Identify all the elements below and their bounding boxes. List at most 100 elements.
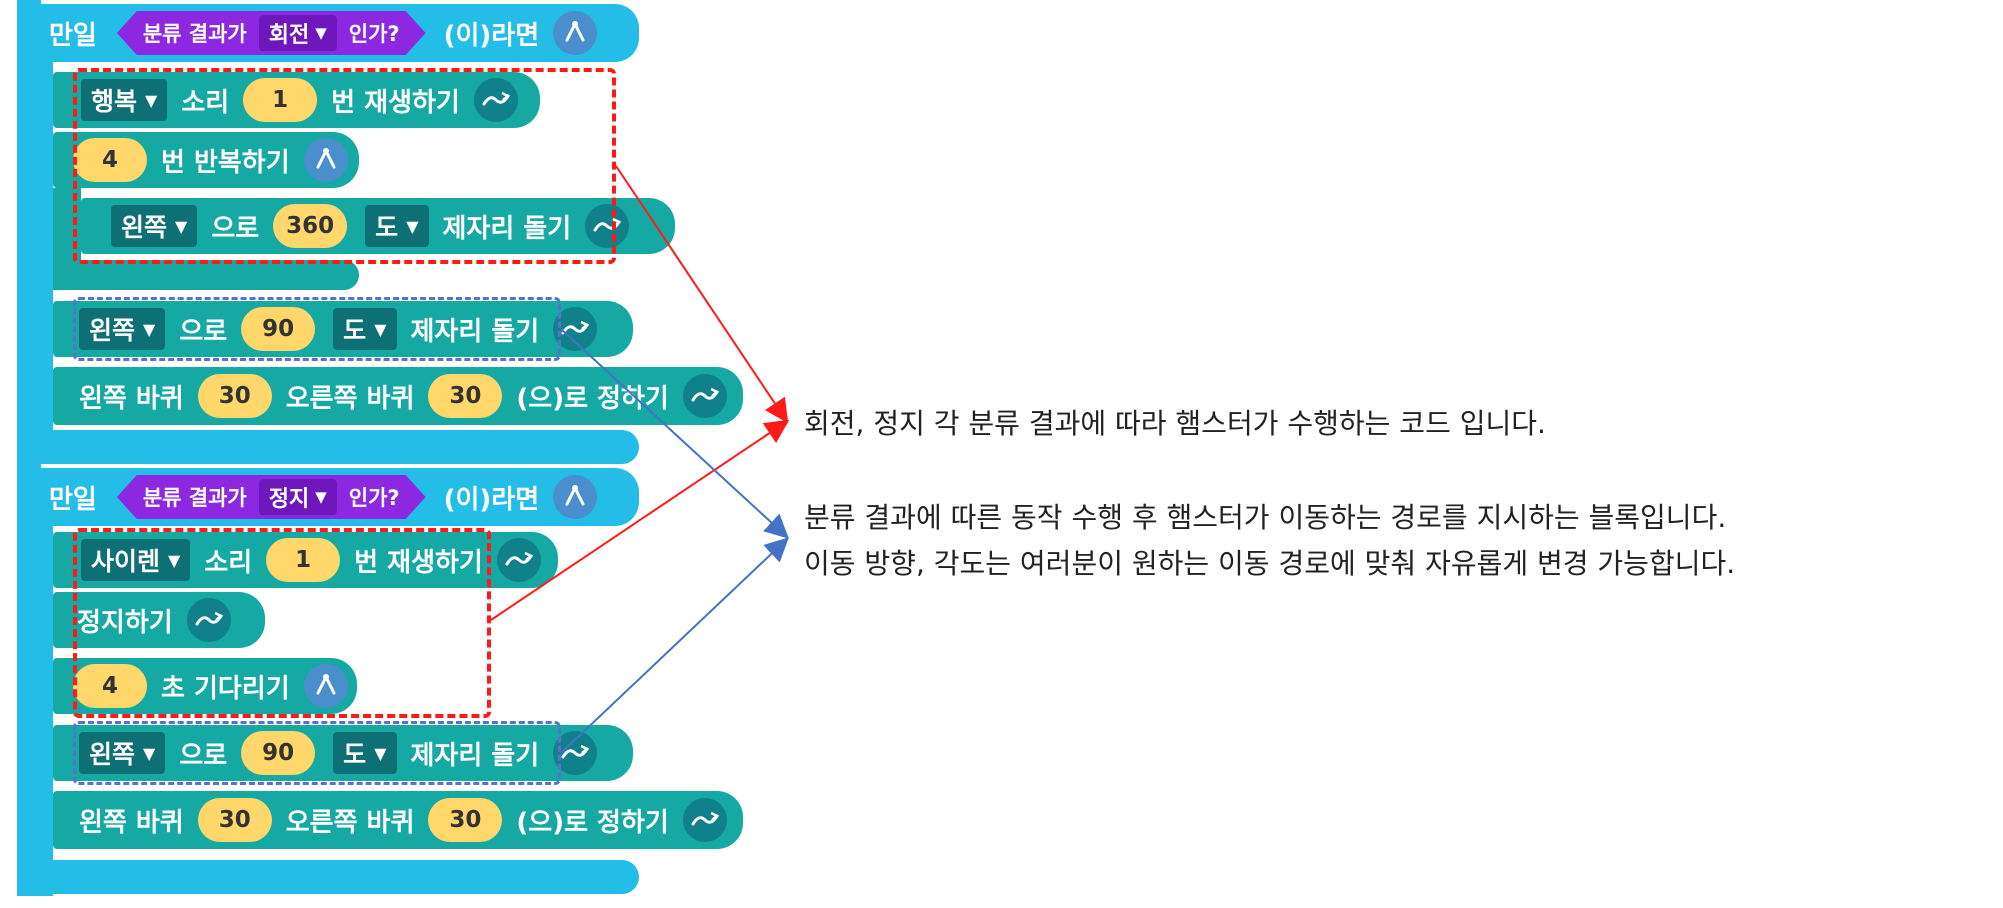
turn-in-place-block-90[interactable]: 왼쪽▼ 으로 90 도▼ 제자리 돌기 xyxy=(53,301,633,357)
then-label: (이)라면 xyxy=(443,20,540,51)
sound-count-input[interactable]: 1 xyxy=(243,78,318,122)
unit-value: 도 xyxy=(375,213,399,242)
set-label: (으)로 정하기 xyxy=(516,807,669,838)
then-label: (이)라면 xyxy=(443,484,540,515)
direction-dropdown[interactable]: 왼쪽 ▼ xyxy=(111,205,198,247)
unit-dropdown[interactable]: 도▼ xyxy=(365,205,429,247)
arrow-blue-stop xyxy=(560,537,789,754)
if-block-rotate-arm xyxy=(17,62,53,452)
unit-value: 도 xyxy=(343,740,367,769)
right-wheel-input[interactable]: 30 xyxy=(428,374,503,418)
turn-in-place-block-90[interactable]: 왼쪽▼ 으로 90 도▼ 제자리 돌기 xyxy=(53,725,633,781)
arrow-red-stop xyxy=(490,419,790,621)
condition-right-label: 인가? xyxy=(348,486,400,510)
set-label: (으)로 정하기 xyxy=(516,383,669,414)
sound-count-input[interactable]: 1 xyxy=(266,538,341,582)
dropdown-caret-icon: ▼ xyxy=(406,216,419,236)
unit-dropdown[interactable]: 도▼ xyxy=(333,308,397,350)
if-block-stop-arm xyxy=(17,526,53,896)
set-wheels-block[interactable]: 왼쪽 바퀴 30 오른쪽 바퀴 30 (으)로 정하기 xyxy=(53,791,743,849)
highlight-frame-red-stop xyxy=(73,528,491,718)
dropdown-caret-icon: ▼ xyxy=(175,216,188,236)
branch-icon xyxy=(303,664,348,708)
condition-left-label: 분류 결과가 xyxy=(142,486,247,510)
if-block-rotate-footer xyxy=(17,430,639,464)
dropdown-caret-icon: ▼ xyxy=(145,90,158,110)
wait-seconds-input[interactable]: 4 xyxy=(73,664,147,708)
condition-right-label: 인가? xyxy=(348,22,400,46)
condition-value: 정지 xyxy=(268,487,310,512)
condition-left-label: 분류 결과가 xyxy=(142,22,247,46)
set-wheels-block[interactable]: 왼쪽 바퀴 30 오른쪽 바퀴 30 (으)로 정하기 xyxy=(53,367,743,425)
annotation-text-3: 이동 방향, 각도는 여러분이 원하는 이동 경로에 맞춰 자유롭게 변경 가능… xyxy=(804,547,1736,580)
if-label: 만일 xyxy=(49,20,97,51)
right-wheel-label: 오른쪽 바퀴 xyxy=(285,383,415,414)
dropdown-caret-icon: ▼ xyxy=(374,319,387,339)
repeat-block[interactable]: 4 번 반복하기 xyxy=(53,132,359,188)
turn-label: 제자리 돌기 xyxy=(410,316,540,347)
angle-input[interactable]: 90 xyxy=(241,731,316,775)
left-wheel-label: 왼쪽 바퀴 xyxy=(79,383,184,414)
sound-value: 행복 xyxy=(91,87,138,116)
hardware-link-icon xyxy=(682,374,727,418)
hardware-link-icon xyxy=(496,538,541,582)
unit-dropdown[interactable]: 도▼ xyxy=(333,732,397,774)
direction-suffix-label: 으로 xyxy=(179,316,228,347)
direction-value: 왼쪽 xyxy=(121,213,168,242)
dropdown-caret-icon: ▼ xyxy=(315,488,327,506)
if-block-stop-footer xyxy=(17,860,639,894)
hardware-link-icon xyxy=(186,598,231,642)
branch-icon xyxy=(303,138,348,182)
condition-block-rotate[interactable]: 분류 결과가 회전 ▼ 인가? xyxy=(117,11,426,55)
highlight-frame-blue-stop xyxy=(73,721,561,785)
highlight-frame-red-rotate xyxy=(73,68,616,264)
left-wheel-input[interactable]: 30 xyxy=(197,374,272,418)
play-label: 번 재생하기 xyxy=(354,547,483,578)
arrow-blue-rotate xyxy=(560,328,789,539)
direction-dropdown[interactable]: 왼쪽 ▼ xyxy=(79,308,166,350)
hardware-link-icon xyxy=(585,204,630,248)
left-wheel-label: 왼쪽 바퀴 xyxy=(79,807,184,838)
sound-dropdown[interactable]: 행복 ▼ xyxy=(81,79,168,121)
turn-label: 제자리 돌기 xyxy=(442,213,572,244)
sound-label: 소리 xyxy=(181,87,230,118)
condition-dropdown-stop[interactable]: 정지 ▼ xyxy=(259,479,337,515)
direction-dropdown[interactable]: 왼쪽 ▼ xyxy=(79,732,166,774)
unit-value: 도 xyxy=(343,316,367,345)
if-block-rotate[interactable]: 만일 분류 결과가 회전 ▼ 인가? (이)라면 xyxy=(17,4,639,62)
branch-icon xyxy=(553,475,598,519)
annotation-text-2: 분류 결과에 따른 동작 수행 후 햄스터가 이동하는 경로를 지시하는 블록입… xyxy=(804,501,1727,534)
dropdown-caret-icon: ▼ xyxy=(143,743,156,763)
dropdown-caret-icon: ▼ xyxy=(374,743,387,763)
play-sound-block-siren[interactable]: 사이렌▼ 소리 1 번 재생하기 xyxy=(53,532,558,588)
sound-dropdown[interactable]: 사이렌▼ xyxy=(81,539,191,581)
hardware-link-icon xyxy=(473,78,518,122)
sound-label: 소리 xyxy=(204,547,253,578)
wait-label: 초 기다리기 xyxy=(161,673,290,704)
wait-block[interactable]: 4 초 기다리기 xyxy=(53,658,357,714)
angle-input[interactable]: 360 xyxy=(273,204,348,248)
condition-dropdown-rotate[interactable]: 회전 ▼ xyxy=(259,15,337,51)
dropdown-caret-icon: ▼ xyxy=(315,24,327,42)
direction-value: 왼쪽 xyxy=(89,316,136,345)
condition-value: 회전 xyxy=(268,23,310,48)
angle-input[interactable]: 90 xyxy=(241,307,316,351)
turn-in-place-block-360[interactable]: 왼쪽▼ 으로 360 도▼ 제자리 돌기 xyxy=(81,198,675,254)
condition-block-stop[interactable]: 분류 결과가 정지 ▼ 인가? xyxy=(117,475,426,519)
sound-value: 사이렌 xyxy=(91,547,161,576)
play-sound-block-happy[interactable]: 행복 ▼ 소리 1 번 재생하기 xyxy=(53,72,540,128)
dropdown-caret-icon: ▼ xyxy=(143,319,156,339)
play-label: 번 재생하기 xyxy=(331,87,460,118)
left-wheel-input[interactable]: 30 xyxy=(197,798,272,842)
stop-block[interactable]: 정지하기 xyxy=(53,592,265,648)
direction-suffix-label: 으로 xyxy=(179,740,228,771)
repeat-count-input[interactable]: 4 xyxy=(73,138,147,182)
direction-value: 왼쪽 xyxy=(89,740,136,769)
stop-label: 정지하기 xyxy=(77,607,173,638)
repeat-block-footer xyxy=(53,260,359,290)
arrow-red-rotate xyxy=(615,165,789,424)
if-block-stop[interactable]: 만일 분류 결과가 정지▼ 인가? (이)라면 xyxy=(17,468,639,526)
right-wheel-input[interactable]: 30 xyxy=(428,798,503,842)
hardware-link-icon xyxy=(682,798,727,842)
